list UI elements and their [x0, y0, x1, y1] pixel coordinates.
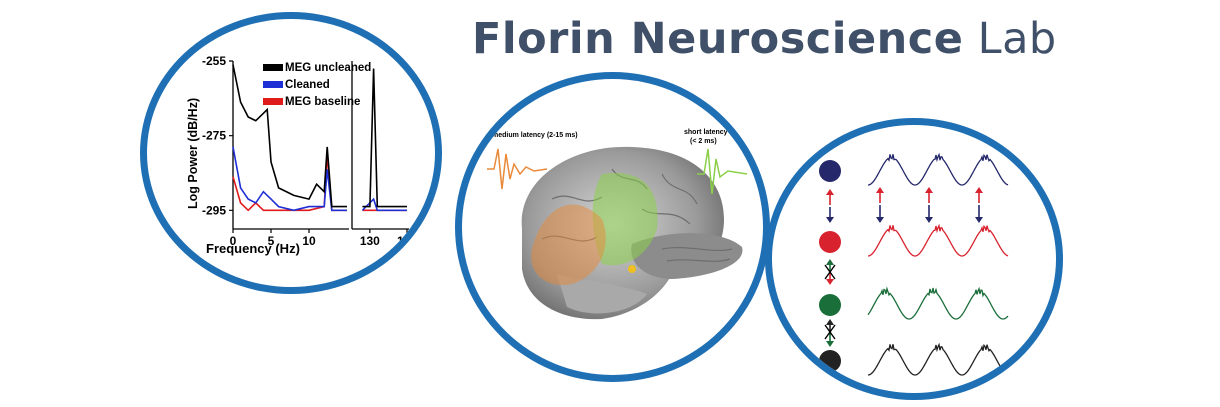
y-tick-label: -275 — [202, 129, 226, 143]
x-tick-label: 0 — [230, 234, 237, 248]
legend-label: MEG uncleaned — [285, 62, 371, 74]
oscillator-node — [819, 231, 841, 253]
oscillator-node — [819, 160, 841, 182]
x-tick-label: 10 — [302, 234, 316, 248]
oscillator-node — [819, 350, 841, 372]
arrow-head — [975, 217, 983, 223]
brain-image-circle: medium latency (2-15 ms) short latency (… — [455, 72, 770, 382]
orange-region — [531, 204, 606, 285]
arrow-head — [826, 217, 834, 223]
oscillation-trace — [867, 286, 1009, 320]
electrode-marker — [628, 265, 636, 273]
series-line-left — [232, 64, 347, 208]
oscillators-circle — [765, 118, 1063, 400]
arrow-head — [826, 319, 834, 325]
oscillators-diagram — [819, 152, 1009, 376]
arrow-head — [826, 279, 834, 285]
arrow-head — [876, 187, 884, 193]
spectrum-chart-circle: -255 -275 -295 0 5 10 130 135 Frequency (Hz) Lo… — [140, 12, 442, 294]
green-region — [592, 172, 658, 266]
lab-title-bold: Florin Neuroscience — [472, 14, 964, 64]
lab-title: Florin Neuroscience Lab — [472, 14, 1057, 64]
spectrum-chart: -255 -275 -295 0 5 10 130 135 Frequency (Hz) Lo… — [186, 54, 417, 256]
arrow-head — [826, 259, 834, 265]
short-latency-label-2: (< 2 ms) — [690, 138, 717, 145]
oscillation-trace — [867, 223, 1009, 257]
oscillation-trace — [867, 342, 1009, 376]
medium-latency-label: medium latency (2-15 ms) — [492, 132, 578, 139]
block-x-icon — [824, 324, 836, 340]
legend-label: Cleaned — [285, 79, 330, 91]
cerebellum — [631, 233, 743, 279]
arrow-head — [826, 341, 834, 347]
legend-swatch — [263, 64, 283, 71]
brain-illustration: medium latency (2-15 ms) short latency (… — [487, 129, 748, 320]
series-line-left — [232, 146, 347, 212]
legend-label: MEG baseline — [285, 96, 360, 108]
x-tick-label: 135 — [397, 234, 417, 248]
short-latency-trace — [697, 148, 748, 195]
x-axis-label: Frequency (Hz) — [206, 241, 300, 256]
y-axis-label: Log Power (dB/Hz) — [186, 98, 200, 209]
series-line-right — [362, 68, 407, 208]
lab-title-thin: Lab — [977, 14, 1057, 64]
block-x-icon — [824, 264, 836, 280]
arrow-head — [826, 189, 834, 195]
x-tick-label: 130 — [360, 234, 380, 248]
arrow-head — [876, 217, 884, 223]
arrow-head — [925, 217, 933, 223]
arrow-head — [925, 187, 933, 193]
x-tick-label: 5 — [268, 234, 275, 248]
series-line-right — [361, 197, 407, 212]
legend-swatch — [263, 81, 283, 88]
oscillation-trace — [867, 152, 1009, 186]
legend-swatch — [263, 98, 283, 105]
arrow-head — [975, 187, 983, 193]
short-latency-label-1: short latency — [684, 129, 728, 136]
oscillator-node — [819, 294, 841, 316]
y-tick-label: -295 — [202, 203, 226, 217]
medium-latency-trace — [487, 148, 548, 190]
temporal-lobe — [557, 274, 647, 314]
y-tick-label: -255 — [202, 54, 226, 68]
